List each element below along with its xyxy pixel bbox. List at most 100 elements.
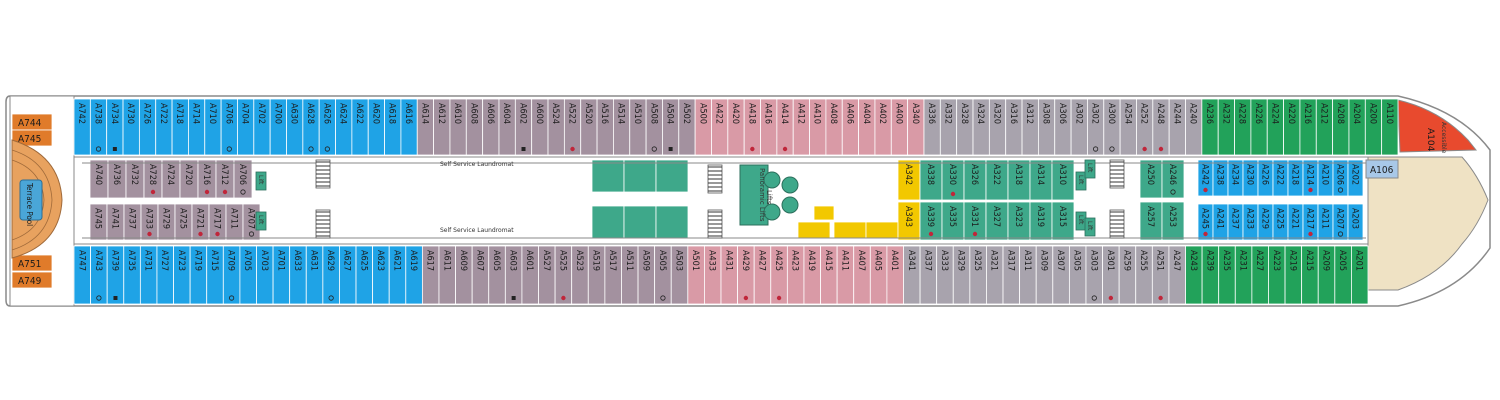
cabin-a751[interactable]: A751 <box>11 254 53 272</box>
cabin-a259[interactable]: A259 <box>1118 245 1137 305</box>
cabin-a229[interactable]: A229 <box>1257 203 1274 241</box>
cabin-a316[interactable]: A316 <box>1005 98 1023 156</box>
cabin-a603[interactable]: A603 <box>504 245 523 305</box>
cabin-a200[interactable]: A200 <box>1364 98 1383 156</box>
cabin-a302[interactable]: A302 <box>1087 98 1105 156</box>
cabin-a219[interactable]: A219 <box>1284 245 1303 305</box>
cabin-a233[interactable]: A233 <box>1242 203 1259 241</box>
cabin-a517[interactable]: A517 <box>604 245 622 305</box>
cabin-a331[interactable]: A331 <box>963 201 987 241</box>
cabin-a523[interactable]: A523 <box>571 245 589 305</box>
cabin-a221[interactable]: A221 <box>1287 203 1304 241</box>
cabin-a719[interactable]: A719 <box>189 245 208 305</box>
cabin-a324[interactable]: A324 <box>972 98 990 156</box>
cabin-a616[interactable]: A616 <box>400 98 418 156</box>
cabin-a630[interactable]: A630 <box>286 98 304 156</box>
cabin-a210[interactable]: A210 <box>1317 159 1334 197</box>
cabin-a622[interactable]: A622 <box>351 98 369 156</box>
cabin-a244[interactable]: A244 <box>1168 98 1186 156</box>
cabin-a712[interactable]: A712 <box>215 159 235 199</box>
cabin-a710[interactable]: A710 <box>204 98 222 156</box>
cabin-a248[interactable]: A248 <box>1152 98 1170 156</box>
cabin-a236[interactable]: A236 <box>1201 98 1219 156</box>
cabin-a319[interactable]: A319 <box>1029 201 1053 241</box>
cabin-a626[interactable]: A626 <box>318 98 336 156</box>
cabin-a247[interactable]: A247 <box>1168 245 1186 305</box>
cabin-a255[interactable]: A255 <box>1135 245 1153 305</box>
cabin-a718[interactable]: A718 <box>171 98 189 156</box>
cabin-a336[interactable]: A336 <box>923 98 941 156</box>
cabin-a741[interactable]: A741 <box>106 203 125 241</box>
cabin-a240[interactable]: A240 <box>1185 98 1203 156</box>
cabin-a614[interactable]: A614 <box>416 98 435 156</box>
cabin-a322[interactable]: A322 <box>985 159 1009 201</box>
cabin-a509[interactable]: A509 <box>637 245 656 305</box>
cabin-a245[interactable]: A245 <box>1197 203 1214 241</box>
cabin-a423[interactable]: A423 <box>786 245 805 305</box>
cabin-a404[interactable]: A404 <box>858 98 876 156</box>
cabin-a300[interactable]: A300 <box>1103 98 1121 156</box>
cabin-a230[interactable]: A230 <box>1242 159 1259 197</box>
cabin-a332[interactable]: A332 <box>939 98 958 156</box>
cabin-a207[interactable]: A207 <box>1332 203 1349 241</box>
cabin-a624[interactable]: A624 <box>335 98 353 156</box>
cabin-a301[interactable]: A301 <box>1102 245 1120 305</box>
cabin-a502[interactable]: A502 <box>678 98 696 156</box>
cabin-a631[interactable]: A631 <box>305 245 324 305</box>
cabin-a738[interactable]: A738 <box>89 98 108 156</box>
cabin-a323[interactable]: A323 <box>1007 201 1031 241</box>
cabin-a742[interactable]: A742 <box>73 98 91 156</box>
cabin-a307[interactable]: A307 <box>1052 245 1070 305</box>
cabin-a503[interactable]: A503 <box>670 245 689 305</box>
cabin-a250[interactable]: A250 <box>1139 159 1163 199</box>
cabin-a505[interactable]: A505 <box>654 245 672 305</box>
cabin-a605[interactable]: A605 <box>488 245 506 305</box>
cabin-a609[interactable]: A609 <box>455 245 473 305</box>
cabin-a744[interactable]: A744 <box>11 113 53 131</box>
cabin-a238[interactable]: A238 <box>1212 159 1229 197</box>
cabin-a514[interactable]: A514 <box>613 98 631 156</box>
cabin-a201[interactable]: A201 <box>1351 245 1369 305</box>
cabin-a226[interactable]: A226 <box>1257 159 1274 197</box>
cabin-a314[interactable]: A314 <box>1029 159 1053 201</box>
cabin-a420[interactable]: A420 <box>727 98 745 156</box>
cabin-a325[interactable]: A325 <box>969 245 987 305</box>
cabin-a417[interactable]: A417 <box>0 0 835 221</box>
cabin-a506[interactable]: A506 <box>0 0 689 193</box>
cabin-a433[interactable]: A433 <box>704 245 722 305</box>
cabin-a730[interactable]: A730 <box>122 98 140 156</box>
cabin-a321[interactable]: A321 <box>986 245 1004 305</box>
cabin-a722[interactable]: A722 <box>155 98 173 156</box>
cabin-a339[interactable]: A339 <box>919 201 943 241</box>
cabin-a749[interactable]: A749 <box>11 271 53 289</box>
cabin-a612[interactable]: A612 <box>433 98 451 156</box>
cabin-a743[interactable]: A743 <box>90 245 108 305</box>
cabin-a254[interactable]: A254 <box>1119 98 1137 156</box>
cabin-a212[interactable]: A212 <box>1315 98 1334 156</box>
cabin-a617[interactable]: A617 <box>421 245 440 305</box>
cabin-a234[interactable]: A234 <box>1227 159 1244 197</box>
cabin-a329[interactable]: A329 <box>952 245 971 305</box>
cabin-a257[interactable]: A257 <box>1139 201 1163 241</box>
cabin-a340[interactable]: A340 <box>907 98 925 156</box>
cabin-a516[interactable]: A516 <box>596 98 614 156</box>
cabin-a721[interactable]: A721 <box>191 203 210 241</box>
cabin-a306[interactable]: A306 <box>1054 98 1072 156</box>
cabin-a521[interactable]: A521 <box>0 0 625 239</box>
cabin-a312[interactable]: A312 <box>1021 98 1039 156</box>
cabin-a715[interactable]: A715 <box>206 245 224 305</box>
cabin-a303[interactable]: A303 <box>1085 245 1103 305</box>
cabin-a335[interactable]: A335 <box>941 201 965 241</box>
cabin-a232[interactable]: A232 <box>1217 98 1235 156</box>
cabin-a400[interactable]: A400 <box>890 98 909 156</box>
cabin-a106[interactable] <box>1365 159 1399 179</box>
cabin-a623[interactable]: A623 <box>372 245 390 305</box>
cabin-a104[interactable] <box>1397 99 1478 153</box>
cabin-a731[interactable]: A731 <box>139 245 158 305</box>
cabin-a728[interactable]: A728 <box>143 159 163 199</box>
cabin-a608[interactable]: A608 <box>465 98 484 156</box>
cabin-a422[interactable]: A422 <box>711 98 729 156</box>
cabin-a203[interactable]: A203 <box>1347 203 1364 241</box>
cabin-a305[interactable]: A305 <box>1068 245 1087 305</box>
cabin-a414[interactable]: A414 <box>776 98 794 156</box>
